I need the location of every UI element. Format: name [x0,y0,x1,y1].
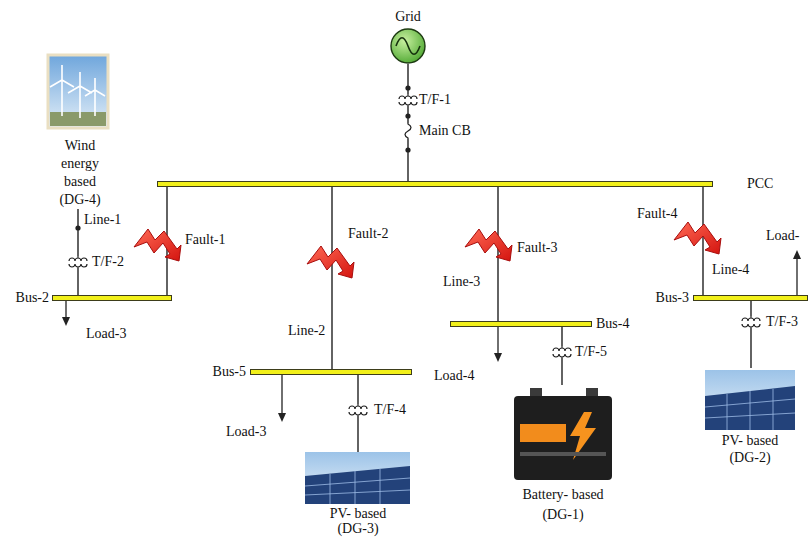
panel-grid [705,389,795,430]
fault-label: Fault-3 [517,240,557,256]
source-label: Grid [395,9,421,25]
bus-label: Bus-5 [213,364,246,380]
battery-line [520,452,606,456]
transformer-symbol [740,316,762,328]
solar-panels [305,466,410,504]
wind-turbine-picture [48,55,108,128]
generator-unit: Wind energy based (DG-4) [40,55,120,209]
pv-panel-picture [705,370,795,430]
junction-dot [405,113,410,118]
bus-bar: Bus-5 [250,369,412,375]
transformer-label: T/F-4 [374,402,406,418]
bus-label: PCC [747,176,773,192]
feeder-line [407,64,408,181]
generator-label: PV- based (DG-3) [316,506,400,536]
picture-sky [305,452,410,504]
load-line [65,301,66,318]
bus-bar: Bus-4 [450,321,592,327]
junction-dot [405,147,410,152]
line-label: Line-4 [712,262,749,278]
bus-bar: PCC [157,181,713,187]
line-label: Line-3 [443,274,480,290]
fault-label: Fault-1 [185,232,225,248]
turbine-shape [50,65,105,118]
solar-panels [705,386,795,430]
pv-panel-picture [305,452,410,504]
generator-label: Wind energy based (DG-4) [49,137,111,209]
transformer-symbol [67,256,89,268]
breaker-label: Main CB [419,123,471,139]
grid-symbol [390,28,426,64]
bus-label: Bus-3 [656,290,689,306]
ground [50,112,106,126]
bus-bar: Bus-3 [693,295,808,301]
load-label: Load- [766,228,799,244]
grid-circle [391,29,425,63]
fault-bolt [134,229,181,261]
load-label: Load-3 [86,326,126,342]
feeder-line [77,209,78,295]
grid-source: Grid [390,28,426,64]
generator-unit: PV- based (DG-2) [700,368,800,466]
load-line [497,327,498,354]
generator-unit: Battery- based (DG-1) [508,385,618,525]
load-label: Load-4 [434,368,474,384]
load-arrow [278,413,286,422]
feeder-line [750,301,751,368]
battery-body [514,396,612,480]
load-arrow [62,317,70,326]
load-line [281,375,282,414]
load-arrow [494,353,502,362]
line-label: Line-2 [288,323,325,339]
feeder-line [331,187,332,369]
fault-bolt [674,222,721,254]
load-label: Load-3 [226,424,266,440]
panel-grid [305,469,410,504]
picture-sky [705,370,795,430]
transformer-label: T/F-3 [766,314,798,330]
feeder-line [702,187,703,295]
transformer-label: T/F-5 [575,344,607,360]
transformer-symbol [347,404,369,416]
generator-unit: PV- based (DG-3) [300,452,416,536]
transformer-label: T/F-1 [419,92,451,108]
sine-wave [396,38,420,55]
bus-bar: Bus-2 [52,295,172,301]
fault-bolt [307,246,354,278]
generator-label: PV- based (DG-2) [708,432,792,466]
battery-stripe [520,424,566,442]
line-label: Line-1 [84,212,121,228]
bus-label: Bus-4 [596,316,629,332]
bus-label: Bus-2 [16,290,49,306]
battery-picture [514,388,612,480]
transformer-symbol [551,346,573,358]
feeder-line [497,187,498,321]
generator-label: Battery- based (DG-1) [511,485,615,525]
load-arrow [793,250,801,259]
transformer-symbol [397,94,419,106]
load-line [796,258,797,295]
junction-dot [405,85,410,90]
breaker-symbol [402,123,414,139]
picture-frame [48,55,108,128]
transformer-label: T/F-2 [92,254,124,270]
junction-dot [75,225,80,230]
fault-label: Fault-4 [637,206,677,222]
fault-label: Fault-2 [348,226,388,242]
fault-bolt [465,229,512,261]
